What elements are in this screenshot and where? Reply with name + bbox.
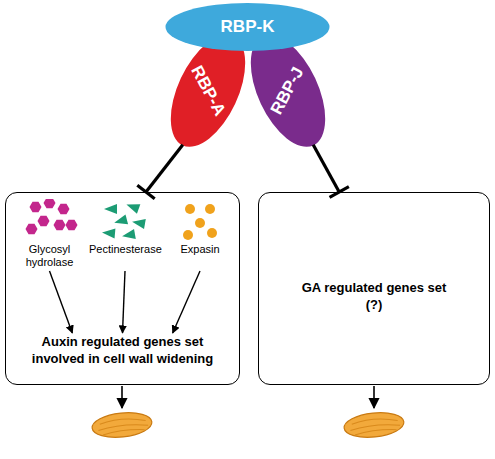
enzyme-label: Expasin — [164, 243, 236, 256]
circle-symbol — [185, 204, 195, 214]
connector-line — [123, 271, 126, 333]
arrow-connector — [173, 271, 200, 333]
circle-symbol — [183, 230, 193, 240]
circle-symbol — [207, 228, 217, 238]
enzyme-group: Glycosyl hydrolase — [12, 199, 87, 271]
triangle-symbol — [102, 227, 116, 238]
connector-line — [173, 271, 200, 333]
arrow-connector — [50, 271, 73, 333]
enzyme-symbols — [164, 199, 236, 243]
hexagon-symbol — [54, 220, 66, 230]
triangle-symbol — [121, 229, 136, 241]
triangle-symbol — [131, 217, 146, 229]
ellipse-shape — [243, 30, 333, 152]
connector-line — [146, 145, 183, 192]
triangle-symbol — [104, 204, 117, 214]
gene-set-text: GA regulated genes set (?) — [294, 279, 454, 313]
inhibition-bar — [137, 185, 154, 199]
output-arrow — [121, 386, 123, 408]
protein-ellipse: RBP-K — [165, 2, 330, 52]
hexagon-symbol — [30, 202, 42, 212]
enzyme-symbols — [89, 199, 161, 243]
enzyme-group: Expasin — [164, 199, 236, 271]
ellipse-shape — [163, 30, 253, 152]
hexagon-symbol — [66, 220, 78, 230]
seed-symbol — [343, 410, 405, 440]
ellipse-shape — [166, 3, 330, 51]
enzyme-label: Pectinesterase — [89, 243, 161, 256]
seed-symbol — [91, 410, 153, 440]
hexagon-symbol — [26, 224, 38, 234]
enzyme-label: Glycosyl hydrolase — [12, 243, 87, 269]
connector-line — [313, 145, 339, 192]
triangle-symbol — [125, 200, 141, 214]
triangle-symbol — [113, 215, 128, 228]
output-arrow — [373, 386, 375, 408]
gene-set-box: Glycosyl hydrolasePectinesteraseExpasinA… — [5, 192, 240, 385]
gene-set-text: Auxin regulated genes set involved in ce… — [18, 333, 227, 367]
enzyme-symbols — [12, 199, 87, 243]
connector-line — [50, 271, 73, 333]
gene-set-box: GA regulated genes set (?) — [258, 192, 490, 385]
inhibition-connector — [313, 145, 349, 198]
hexagon-symbol — [38, 216, 50, 226]
protein-name: RBP-K — [221, 17, 275, 37]
arrow-connector — [123, 271, 126, 333]
inhibition-connector — [137, 145, 182, 199]
gene-set-label: Auxin regulated genes set involved in ce… — [18, 333, 227, 369]
enzyme-group: Pectinesterase — [89, 199, 161, 271]
circle-symbol — [195, 218, 205, 228]
circle-symbol — [205, 204, 215, 214]
hexagon-symbol — [44, 199, 56, 208]
hexagon-symbol — [58, 204, 70, 214]
inhibition-bar — [330, 187, 349, 198]
